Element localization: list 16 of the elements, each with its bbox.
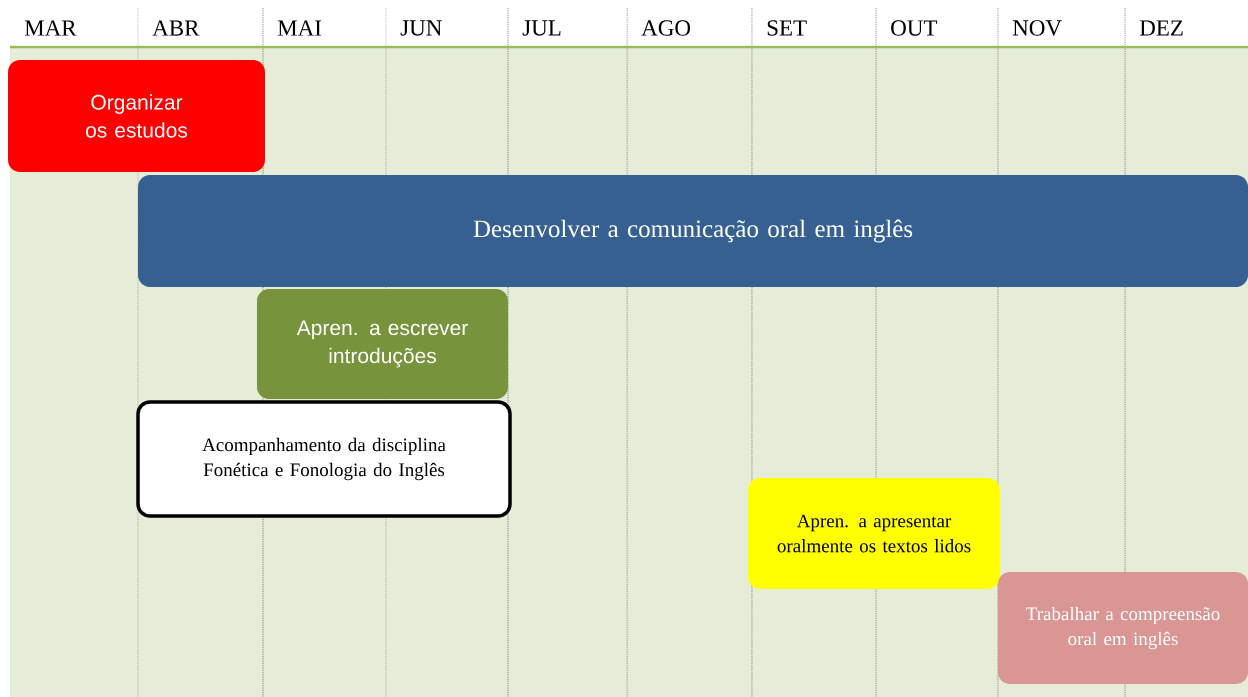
task-bar: Organizar os estudos (8, 60, 265, 172)
task-bar: Apren. a escrever introduções (257, 289, 508, 399)
task-bar: Apren. a apresentar oralmente os textos lidos (748, 478, 1000, 589)
month-label: DEZ (1139, 20, 1183, 36)
month-label: SET (767, 20, 807, 36)
month-label: ABR (152, 20, 200, 36)
task-bar: Desenvolver a comunicação oral em inglês (138, 175, 1248, 287)
month-label: MAR (24, 20, 77, 36)
task-bar: Trabalhar a compreensão oral em inglês (998, 572, 1248, 684)
task-bar: Acompanhamento da disciplina Fonética e Fonologia do Inglês (136, 400, 512, 518)
month-label: NOV (1012, 20, 1062, 36)
month-label: JUL (522, 20, 561, 36)
month-label: JUN (400, 20, 442, 36)
month-label: MAI (277, 20, 322, 36)
month-label: AGO (641, 20, 691, 36)
month-label: OUT (891, 20, 938, 36)
